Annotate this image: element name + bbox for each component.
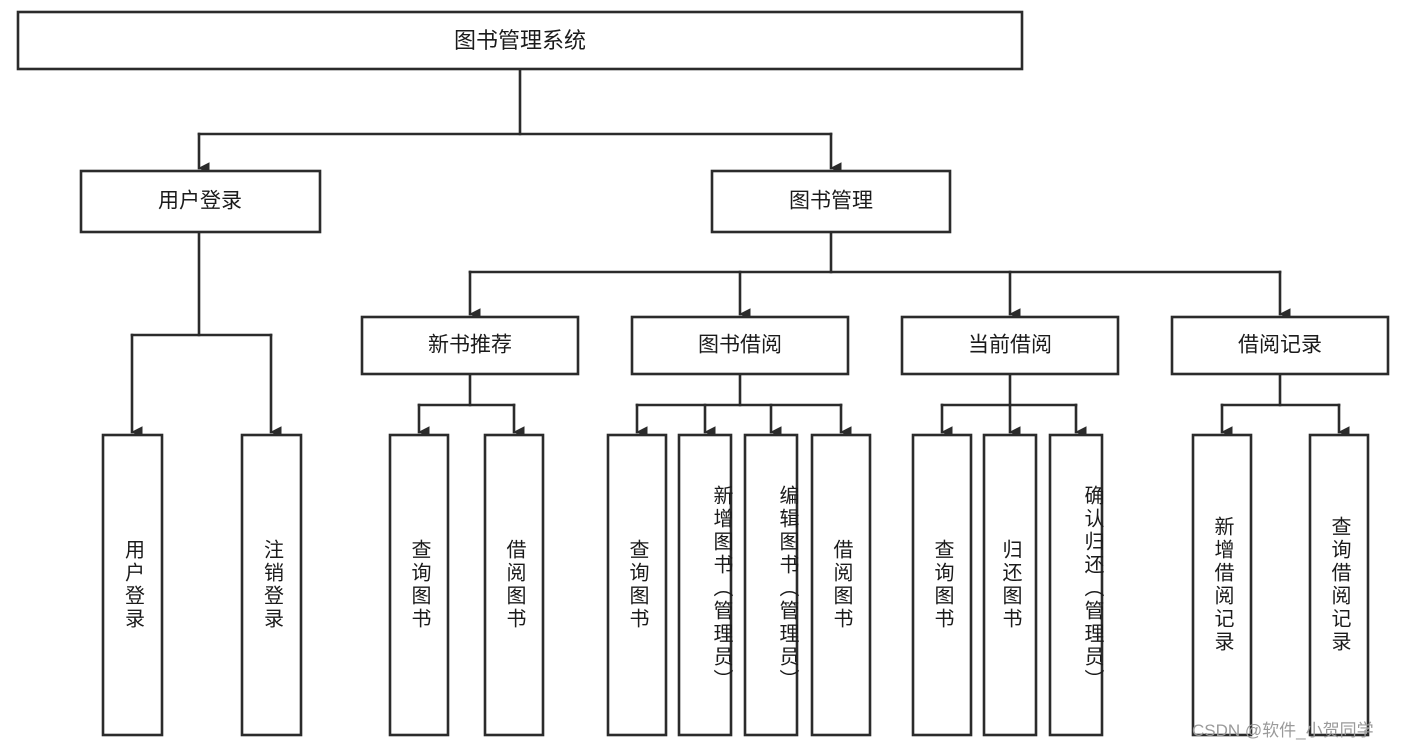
node-borrow-record-box[interactable] (1170, 315, 1390, 376)
node-new-book-recommend-box[interactable] (360, 315, 580, 376)
node-current-borrow-label: 当前借阅 (968, 334, 1052, 357)
node-leaf-query-book-borrow-box[interactable] (606, 433, 668, 737)
node-layer: 图书管理系统 用户登录 图书管理 新书推荐 图书借阅 (16, 10, 1390, 737)
node-system-root-label: 图书管理系统 (454, 28, 586, 53)
node-new-book-recommend-label: 新书推荐 (428, 334, 512, 357)
node-borrow-record-label: 借阅记录 (1238, 334, 1322, 357)
leaf-node-layer (101, 433, 1370, 737)
node-book-management-label: 图书管理 (789, 190, 873, 213)
node-leaf-query-book-current-box[interactable] (911, 433, 973, 737)
node-leaf-add-borrow-record-box[interactable] (1191, 433, 1253, 737)
node-leaf-query-borrow-record-box[interactable] (1308, 433, 1370, 737)
node-user-login[interactable]: 用户登录 (79, 169, 322, 234)
node-leaf-user-login-box[interactable] (101, 433, 164, 737)
node-user-login-label: 用户登录 (158, 190, 242, 213)
connector-layer (130, 67, 1350, 438)
node-book-borrow[interactable]: 图书借阅 (630, 315, 850, 376)
node-system-root-box[interactable] (16, 10, 1024, 71)
node-leaf-edit-book-admin-box[interactable] (743, 433, 799, 737)
node-user-login-box[interactable] (79, 169, 322, 234)
node-leaf-confirm-return-admin-box[interactable] (1048, 433, 1104, 737)
node-new-book-recommend[interactable]: 新书推荐 (360, 315, 580, 376)
node-book-management[interactable]: 图书管理 (710, 169, 952, 234)
node-leaf-borrow-book-recommend-box[interactable] (483, 433, 545, 737)
node-borrow-record[interactable]: 借阅记录 (1170, 315, 1390, 376)
node-leaf-return-book-box[interactable] (982, 433, 1038, 737)
node-book-borrow-label: 图书借阅 (698, 334, 782, 357)
node-leaf-borrow-book-borrow-box[interactable] (810, 433, 872, 737)
node-leaf-logout-box[interactable] (240, 433, 303, 737)
node-system-root[interactable]: 图书管理系统 (16, 10, 1024, 71)
node-book-borrow-box[interactable] (630, 315, 850, 376)
node-leaf-add-book-admin-box[interactable] (677, 433, 733, 737)
node-leaf-query-book-recommend-box[interactable] (388, 433, 450, 737)
watermark-text: CSDN @软件_小贺同学 (1192, 721, 1374, 740)
node-book-management-box[interactable] (710, 169, 952, 234)
node-current-borrow-box[interactable] (900, 315, 1120, 376)
node-current-borrow[interactable]: 当前借阅 (900, 315, 1120, 376)
